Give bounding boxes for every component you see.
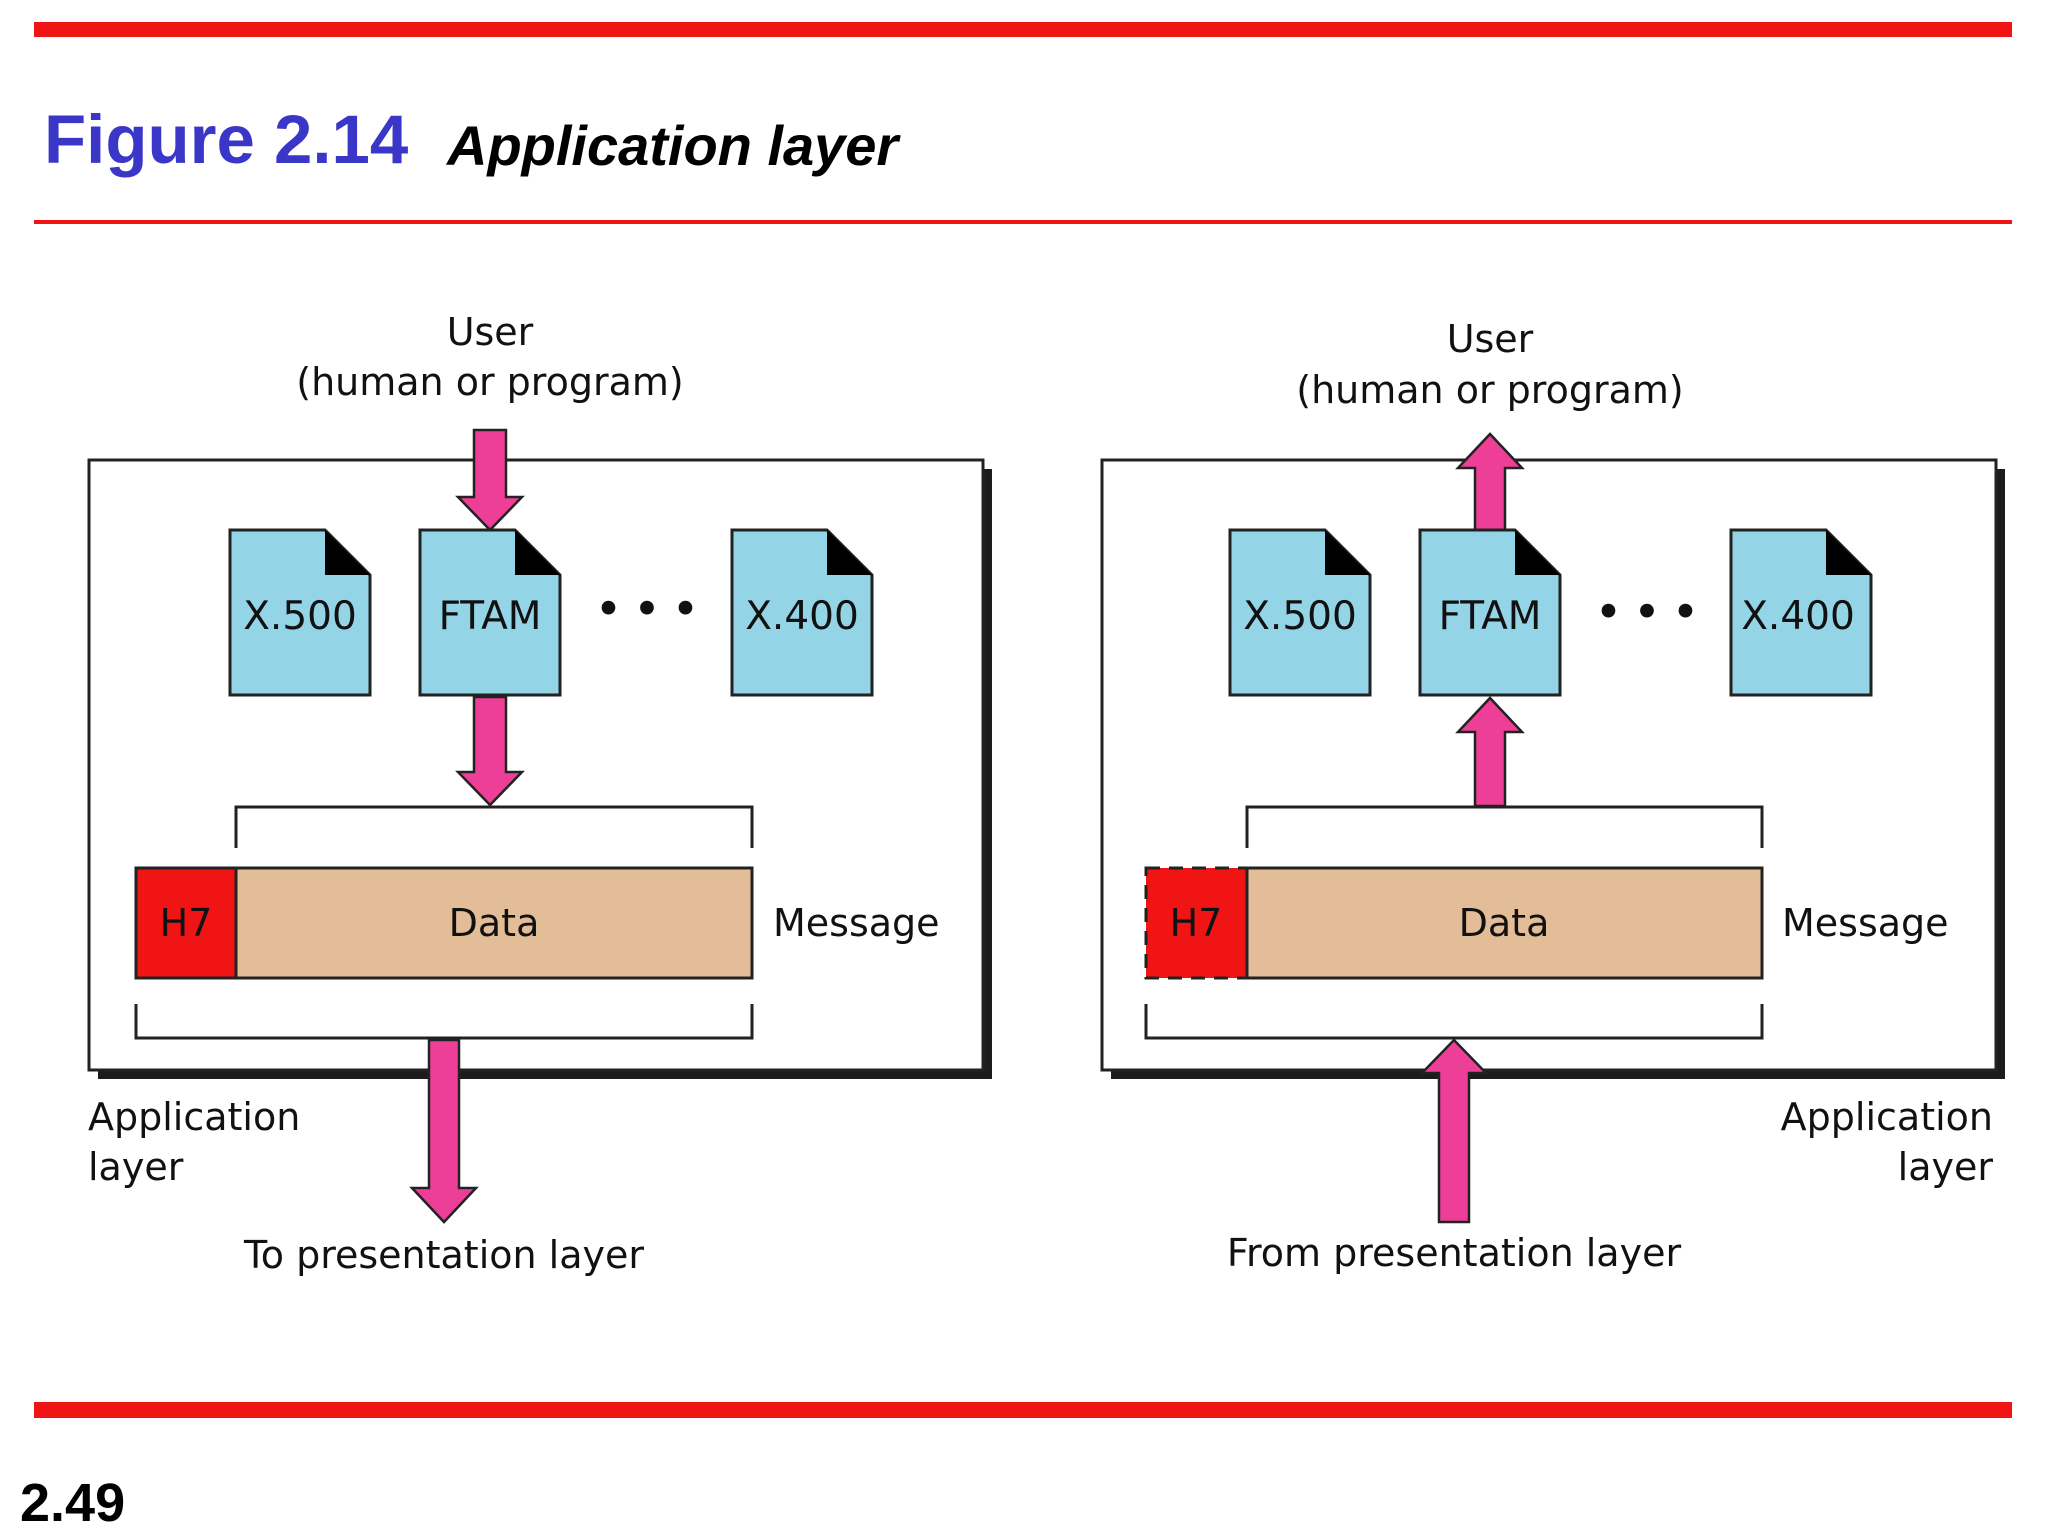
receiver-message-label: Message — [1782, 901, 1949, 945]
receiver-doc-x500-label: X.500 — [1243, 594, 1357, 639]
sender-to-presentation-arrow — [409, 1038, 479, 1224]
sender-user-sublabel: (human or program) — [296, 360, 683, 404]
receiver-panel: User (human or program) X.500 FTAM • • •… — [1100, 317, 2005, 1275]
sender-data-label: Data — [449, 901, 540, 945]
sender-h7-label: H7 — [160, 901, 213, 945]
sender-doc-x400-label: X.400 — [745, 594, 859, 639]
receiver-from-presentation-label: From presentation layer — [1227, 1231, 1682, 1275]
receiver-h7-label: H7 — [1170, 901, 1223, 945]
sender-data-bracket — [234, 805, 754, 848]
sender-doc-x500: X.500 — [228, 528, 372, 697]
receiver-doc-x400: X.400 — [1729, 528, 1873, 697]
sender-layer-label: Application — [88, 1095, 300, 1139]
sender-layer-sublabel: layer — [88, 1145, 184, 1189]
sender-ftam-to-data-arrow — [455, 695, 525, 807]
sender-h7-header — [134, 866, 238, 980]
figure-title: Application layer — [447, 114, 899, 177]
top-red-rule — [34, 22, 2012, 37]
receiver-ellipsis: • • • — [1596, 590, 1698, 635]
sender-doc-ftam-label: FTAM — [439, 594, 542, 639]
page-number: 2.49 — [20, 1473, 126, 1533]
sender-doc-x500-label: X.500 — [243, 594, 357, 639]
application-layer-diagram: User (human or program) X.500 FTAM • • •… — [87, 310, 2005, 1277]
sender-data-block — [234, 866, 754, 980]
receiver-doc-x400-label: X.400 — [1741, 594, 1855, 639]
sender-doc-ftam: FTAM — [418, 528, 562, 697]
sender-message-label: Message — [773, 901, 940, 945]
figure-number: Figure 2.14 — [44, 101, 409, 178]
receiver-layer-sublabel: layer — [1898, 1145, 1994, 1189]
sender-doc-x400: X.400 — [730, 528, 874, 697]
receiver-doc-x500: X.500 — [1228, 528, 1372, 697]
receiver-doc-ftam-label: FTAM — [1439, 594, 1542, 639]
receiver-layer-label: Application — [1781, 1095, 1993, 1139]
sender-to-presentation-label: To presentation layer — [243, 1233, 644, 1277]
sender-message-bracket — [134, 1004, 754, 1040]
receiver-data-block — [1245, 866, 1764, 980]
receiver-message-bracket — [1144, 1004, 1764, 1040]
receiver-data-to-ftam-arrow — [1455, 696, 1525, 808]
sender-ellipsis: • • • — [596, 587, 698, 632]
sender-panel: User (human or program) X.500 FTAM • • •… — [87, 310, 992, 1277]
sender-user-label: User — [447, 310, 534, 354]
receiver-data-bracket — [1245, 805, 1764, 848]
title-underline-rule — [34, 220, 2012, 224]
receiver-ftam-to-user-arrow — [1455, 432, 1525, 532]
receiver-user-sublabel: (human or program) — [1296, 368, 1683, 412]
receiver-h7-header — [1144, 866, 1249, 980]
sender-user-to-ftam-arrow — [455, 428, 525, 532]
receiver-user-label: User — [1447, 317, 1534, 361]
receiver-from-presentation-arrow — [1419, 1038, 1489, 1224]
bottom-red-rule — [34, 1402, 2012, 1418]
receiver-doc-ftam: FTAM — [1418, 528, 1562, 697]
receiver-data-label: Data — [1459, 901, 1550, 945]
